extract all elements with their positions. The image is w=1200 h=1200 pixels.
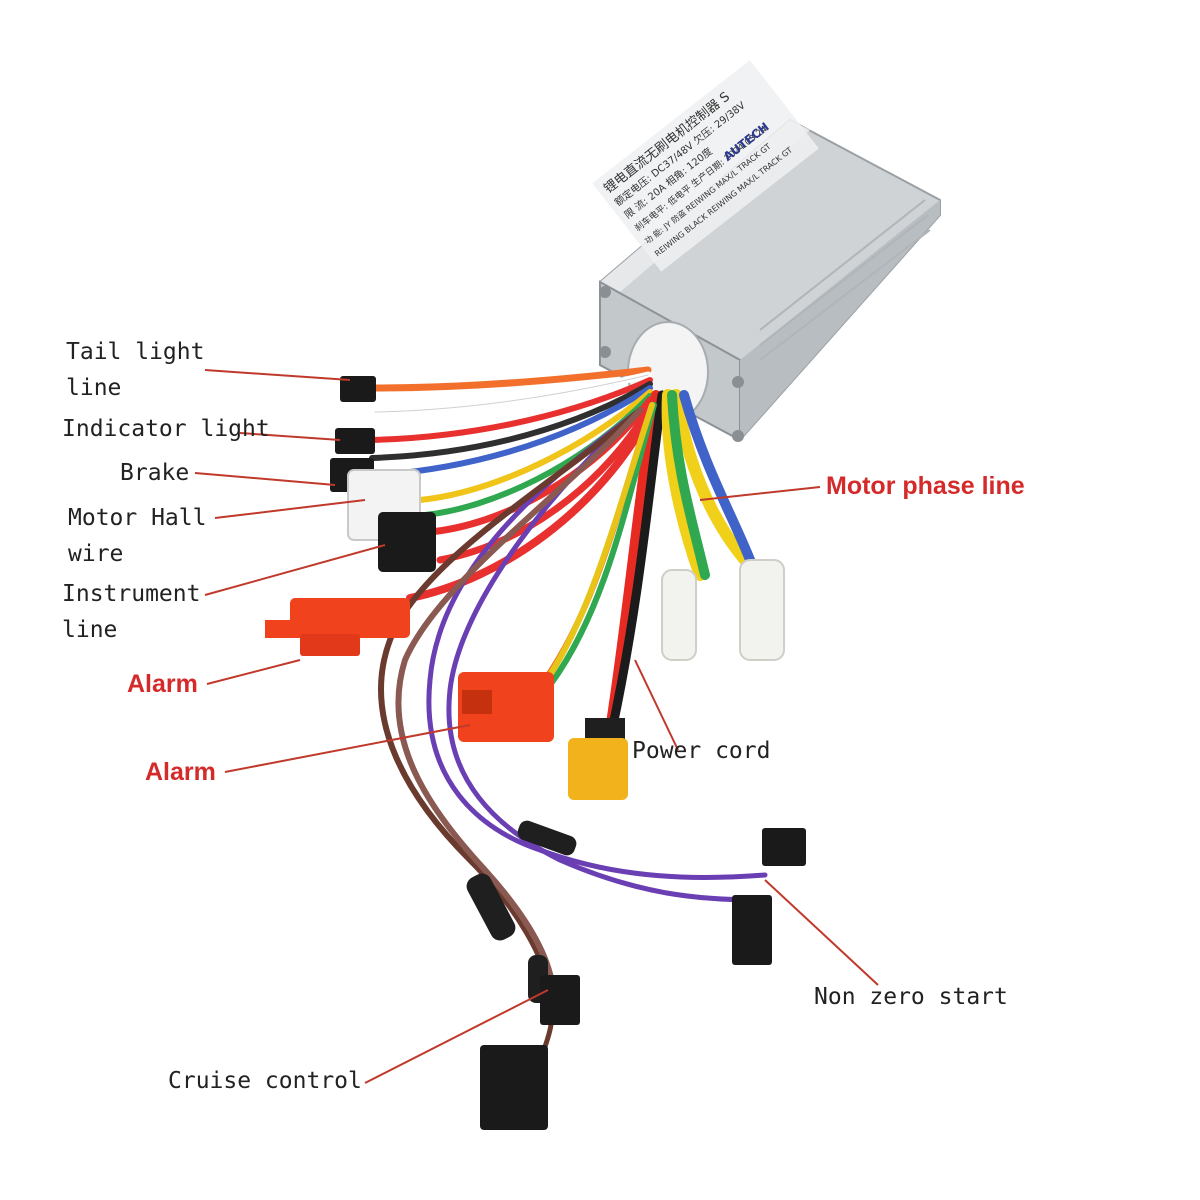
instrument-label-line1: Instrument	[62, 581, 201, 607]
phase-bullet-1	[661, 569, 697, 661]
wire-bundle	[365, 366, 768, 1063]
non-zero-connector-1	[762, 828, 806, 866]
motor-hall-label-line1: Motor Hall	[68, 505, 207, 531]
alarm-connector-1	[265, 598, 410, 656]
indicator-connector	[335, 428, 375, 454]
instrument-connector	[378, 512, 436, 572]
tail-light-label-line2: line	[66, 375, 122, 401]
tail-light-connector	[340, 376, 376, 402]
motor-phase-label: Motor phase line	[826, 472, 1025, 500]
non-zero-connector-2	[732, 895, 772, 965]
cruise-control-label: Cruise control	[168, 1068, 362, 1094]
non-zero-start-label: Non zero start	[814, 984, 1008, 1010]
connectors	[265, 376, 806, 1130]
alarm-label-1: Alarm	[127, 670, 198, 698]
power-connector	[568, 718, 628, 800]
alarm-connector-2	[458, 672, 554, 742]
tail-light-label: Tail light line	[66, 334, 204, 406]
leader-lines	[194, 369, 879, 1084]
alarm-label-2: Alarm	[145, 758, 216, 786]
instrument-label-line2: line	[62, 617, 118, 643]
cruise-connector-1	[540, 975, 580, 1025]
cruise-connector-2	[480, 1045, 548, 1130]
brake-label: Brake	[120, 460, 190, 486]
indicator-light-label: Indicator light	[62, 416, 270, 442]
tail-light-label-line1: Tail light	[66, 339, 205, 365]
motor-hall-label: Motor Hall wire	[68, 500, 206, 572]
phase-bullet-2	[739, 559, 785, 661]
instrument-label: Instrument line	[62, 576, 200, 648]
power-cord-label: Power cord	[632, 738, 771, 764]
motor-hall-label-line2: wire	[68, 541, 124, 567]
